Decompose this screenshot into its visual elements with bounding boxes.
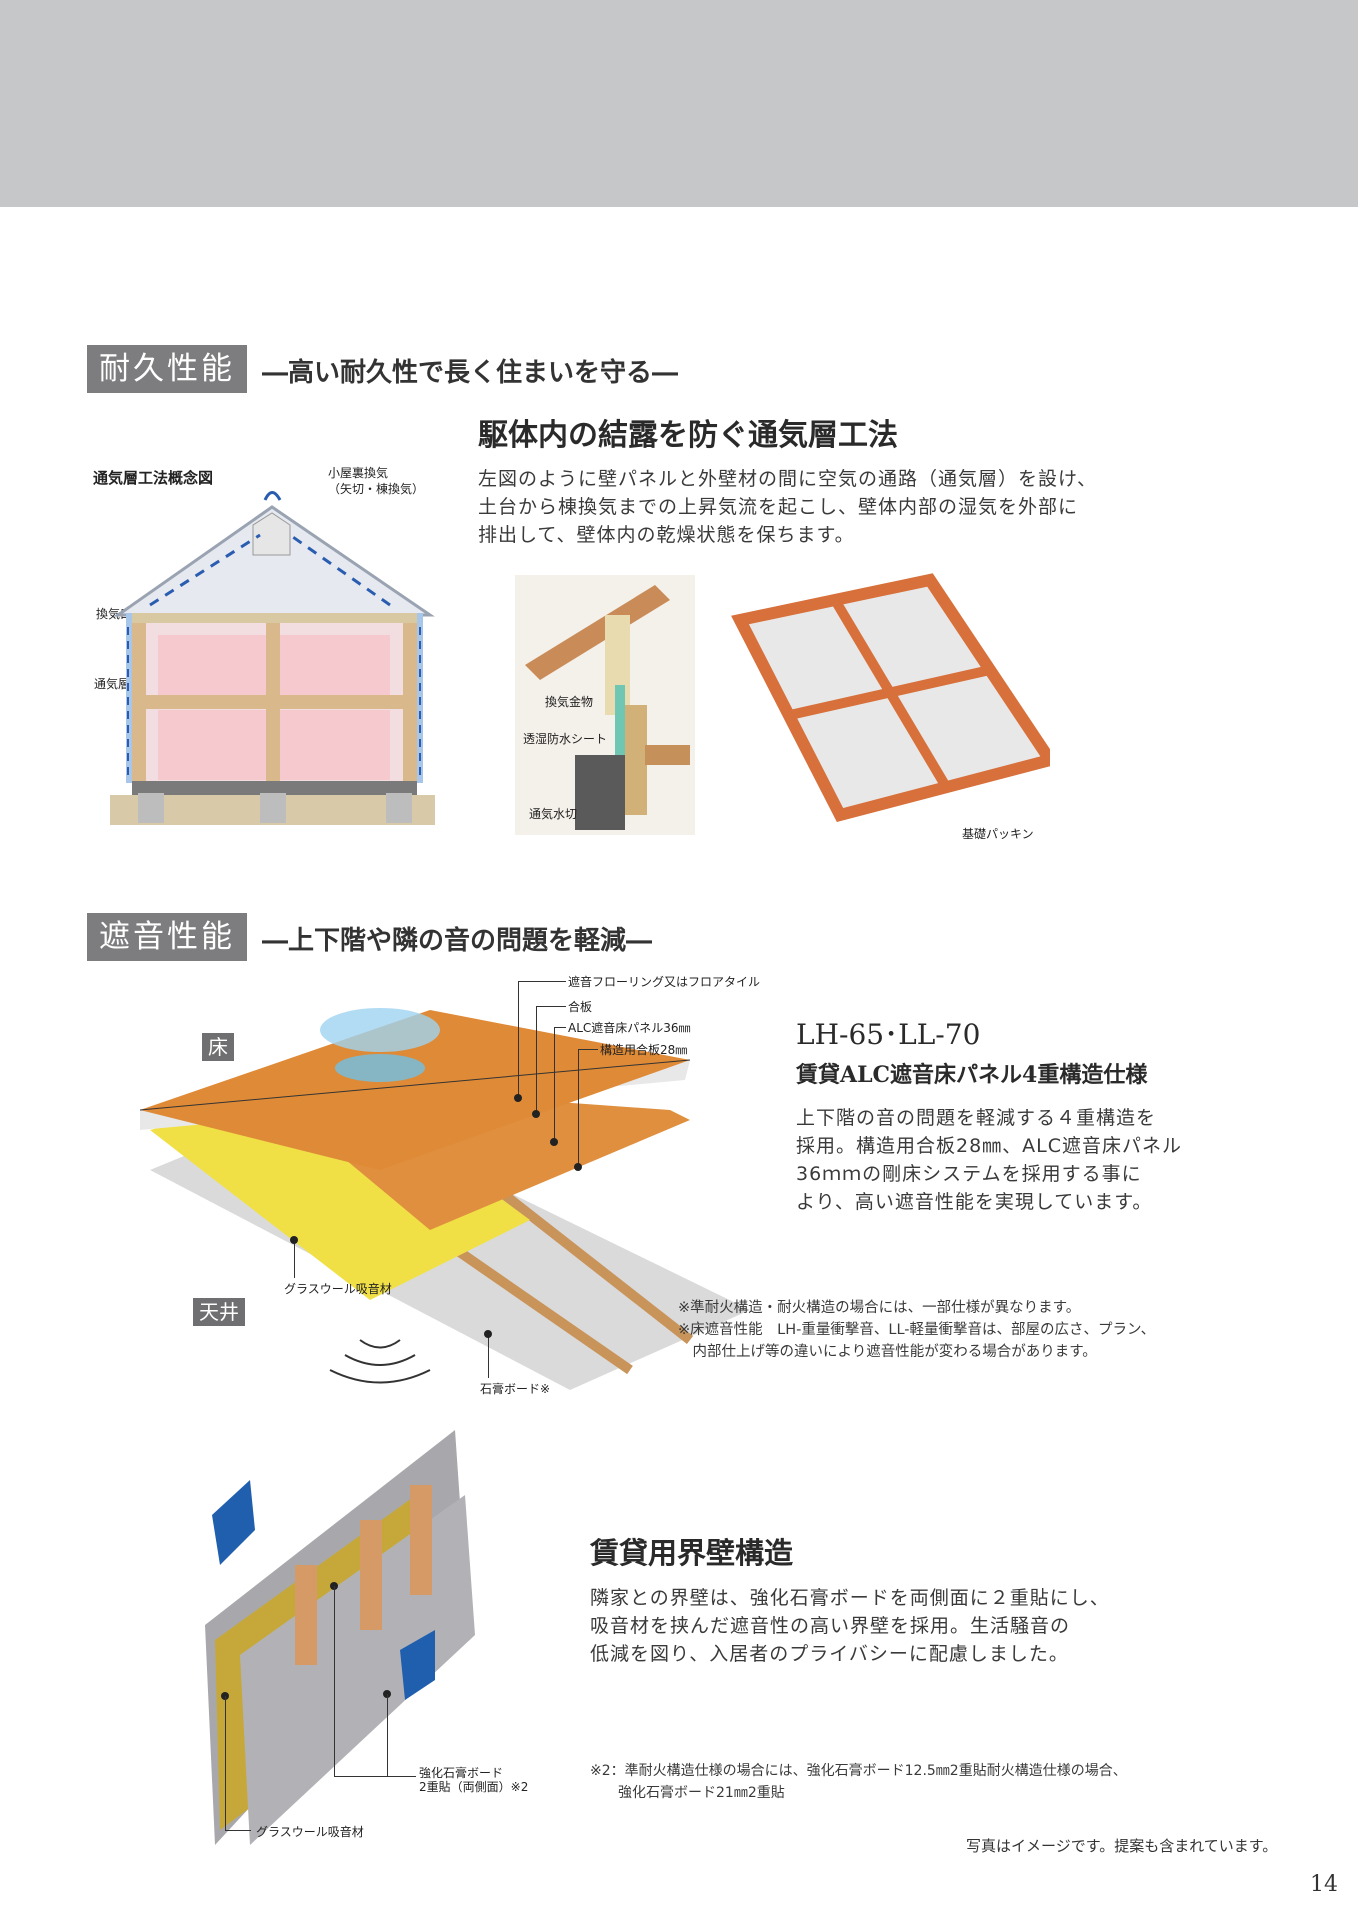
floor-structure-svg [139, 1008, 750, 1390]
body-line: 土台から棟換気までの上昇気流を起こし、壁体内部の湿気を外部に [478, 496, 1079, 518]
note-line: ※準耐火構造・耐火構造の場合には、一部仕様が異なります。 [678, 1300, 1081, 1316]
callout-dot [484, 1330, 492, 1338]
wall-glasswool-label: グラスウール吸音材 [256, 1825, 364, 1839]
label-line: 2重貼（両側面）※2 [419, 1780, 529, 1794]
sound-subtitle: ―上下階や隣の音の問題を軽減― [262, 926, 653, 956]
leader [578, 1049, 598, 1050]
house-section-svg [110, 491, 435, 825]
body-line: より、高い遮音性能を実現しています。 [796, 1191, 1153, 1213]
ventilation-concept-diagram: 通気層工法概念図 小屋裏換気 （矢切・棟換気） 換気口 通気層 [90, 465, 450, 825]
leader [488, 1336, 489, 1378]
leader [387, 1694, 388, 1776]
breather-sheet-label: 透湿防水シート [523, 732, 608, 746]
party-wall-diagram [200, 1425, 500, 1855]
layer-label-plywood: 合板 [568, 1000, 593, 1014]
gypsum-label: 石膏ボード※ [480, 1382, 551, 1396]
floor-tag: 床 [202, 1033, 234, 1061]
sound-body: 上下階の音の問題を軽減する４重構造を 採用。構造用合板28㎜、ALC遮音床パネル… [796, 1104, 1216, 1216]
layer-label-flooring: 遮音フローリング又はフロアタイル [568, 975, 761, 989]
body-line: 隣家との界壁は、強化石膏ボードを両側面に２重貼にし、 [590, 1587, 1110, 1609]
drip-label: 通気水切 [529, 807, 578, 821]
leader [536, 1006, 566, 1007]
leader [225, 1696, 226, 1830]
page-number: 14 [1310, 1872, 1338, 1897]
image-disclaimer: 写真はイメージです。提案も含まれています。 [966, 1837, 1278, 1855]
body-line: 低減を図り、入居者のプライバシーに配慮しました。 [590, 1643, 1069, 1665]
body-line: 吸音材を挟んだ遮音性の高い界壁を採用。生活騒音の [590, 1615, 1071, 1637]
party-wall-svg [205, 1430, 475, 1845]
leader [578, 1049, 579, 1167]
leader [225, 1830, 251, 1831]
body-line: 排出して、壁体内の乾燥状態を保ちます。 [478, 524, 855, 546]
ceiling-tag: 天井 [193, 1298, 245, 1326]
note-line: 強化石膏ボード21㎜2重貼 [590, 1785, 785, 1801]
sound-rating-heading: LH-65･LL-70 [796, 1018, 981, 1051]
body-line: 左図のように壁パネルと外壁材の間に空気の通路（通気層）を設け、 [478, 468, 1098, 490]
foundation-frame-photo: 基礎パッキン [730, 570, 1060, 841]
leader [294, 1240, 295, 1278]
note-line: ※2：準耐火構造仕様の場合には、強化石膏ボード12.5㎜2重貼耐火構造仕様の場合… [590, 1763, 1127, 1779]
attic-vent-label: 小屋裏換気 （矢切・棟換気） [328, 465, 424, 497]
callout-dot [532, 1110, 540, 1118]
sound-tag: 遮音性能 [87, 913, 247, 961]
eaves-detail-photo: 換気金物 透湿防水シート 通気水切 [515, 575, 695, 835]
leader [334, 1586, 335, 1776]
sound-spec-heading: 賃貸ALC遮音床パネル4重構造仕様 [796, 1062, 1148, 1088]
leader [536, 1006, 537, 1114]
glasswool-label: グラスウール吸音材 [284, 1282, 392, 1296]
callout-dot [514, 1094, 522, 1102]
vent-metal-label: 換気金物 [545, 695, 594, 709]
layer-label-alc: ALC遮音床パネル36㎜ [568, 1021, 691, 1035]
durability-body: 左図のように壁パネルと外壁材の間に空気の通路（通気層）を設け、 土台から棟換気ま… [478, 465, 1178, 549]
durability-tag: 耐久性能 [87, 345, 247, 393]
foundation-packing-label: 基礎パッキン [962, 827, 1034, 841]
label-line: 小屋裏換気 [328, 466, 389, 480]
note-line: 内部仕上げ等の違いにより遮音性能が変わる場合があります。 [678, 1344, 1097, 1360]
top-band [0, 0, 1358, 207]
sound-notes: ※準耐火構造・耐火構造の場合には、一部仕様が異なります。 ※床遮音性能 LH-重… [678, 1297, 1298, 1363]
diagram-title: 通気層工法概念図 [93, 469, 214, 487]
body-line: 36ｍｍの剛床システムを採用する事に [796, 1163, 1142, 1185]
wall-heading: 賃貸用界壁構造 [590, 1536, 794, 1570]
floor-structure-diagram [130, 970, 750, 1410]
callout-dot [550, 1138, 558, 1146]
note-line: ※床遮音性能 LH-重量衝撃音、LL-軽量衝撃音は、部屋の広さ、プラン、 [678, 1322, 1156, 1338]
leader [554, 1027, 555, 1142]
leader [518, 981, 519, 1097]
wall-body: 隣家との界壁は、強化石膏ボードを両側面に２重貼にし、 吸音材を挟んだ遮音性の高い… [590, 1584, 1270, 1668]
callout-dot [574, 1163, 582, 1171]
wall-note: ※2：準耐火構造仕様の場合には、強化石膏ボード12.5㎜2重貼耐火構造仕様の場合… [590, 1760, 1330, 1804]
body-line: 上下階の音の問題を軽減する４重構造を [796, 1107, 1157, 1129]
leader [554, 1027, 566, 1028]
layer-label-structural: 構造用合板28㎜ [600, 1043, 688, 1057]
label-line: （矢切・棟換気） [328, 482, 425, 496]
durability-heading: 駆体内の結露を防ぐ通気層工法 [478, 418, 898, 453]
body-line: 採用。構造用合板28㎜、ALC遮音床パネル [796, 1135, 1183, 1157]
callout-dot [290, 1236, 298, 1244]
leader [518, 981, 566, 982]
leader [334, 1776, 416, 1777]
foundation-frame-svg [731, 573, 1060, 823]
eaves-detail-svg [525, 585, 690, 830]
label-line: 強化石膏ボード [419, 1766, 504, 1780]
vent-layer-label: 通気層 [94, 677, 131, 691]
reinforced-gypsum-label: 強化石膏ボード 2重貼（両側面）※2 [419, 1766, 528, 1794]
durability-subtitle: ―高い耐久性で長く住まいを守る― [262, 358, 679, 388]
